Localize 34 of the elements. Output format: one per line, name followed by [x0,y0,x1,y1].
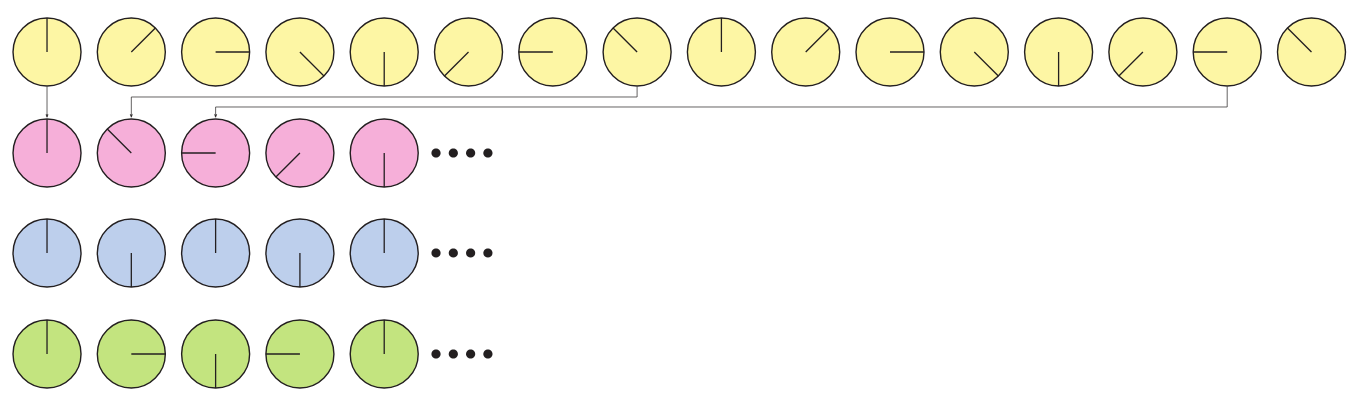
clock-circle [180,218,251,288]
clock-circle [12,17,82,87]
arrow [45,86,49,118]
clock-circle [686,17,757,87]
clock-circle [771,17,841,87]
clock-circle [349,218,419,288]
clock-circle [265,218,335,288]
clock-circle [349,319,419,389]
clock-circle [1192,17,1262,87]
clock-circle [96,118,166,188]
clock-circle [939,17,1009,87]
clock-circle [12,118,82,188]
clock-circle [1276,17,1347,87]
clock-circle [265,17,335,87]
clock-circle [1108,17,1178,87]
clock-circle [12,218,82,288]
clock-circle [180,319,251,389]
clock-circle [349,17,419,87]
clock-circle [349,118,419,188]
clock-circle [12,319,82,389]
clock-circle [433,17,504,87]
arrow [130,86,638,118]
clock-circle [180,17,251,87]
clock-circle [96,17,166,87]
clock-circle [1023,17,1094,87]
arrow [214,86,1228,118]
clock-circle [265,118,335,188]
clock-circle [602,17,672,87]
clock-circle [518,17,588,87]
clock-circle [265,319,335,389]
clock-circle [96,319,166,389]
clock-circle [180,118,251,188]
clock-circle [855,17,925,87]
clock-circle [96,218,166,288]
